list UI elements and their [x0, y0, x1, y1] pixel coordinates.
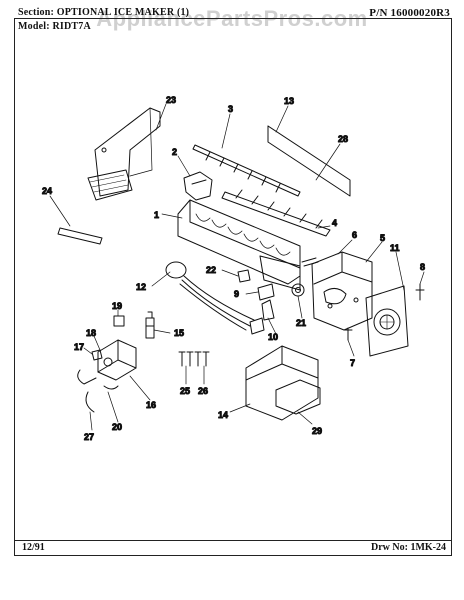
callout-16: 16	[146, 400, 156, 410]
revision-date: 12/91	[22, 542, 45, 553]
part-19-nut	[113, 315, 125, 327]
callout-27: 27	[84, 432, 94, 442]
part-14-bin	[245, 345, 319, 421]
callout-14: 14	[218, 410, 228, 420]
callout-9: 9	[234, 289, 239, 299]
part-2-bracket	[183, 171, 213, 201]
callout-1: 1	[154, 210, 159, 220]
callout-26: 26	[198, 386, 208, 396]
callout-8: 8	[420, 262, 425, 272]
part-29-liner	[275, 379, 321, 415]
drawing-number: Drw No: 1MK-24	[371, 542, 446, 553]
part-4-stripper	[221, 189, 331, 237]
part-27-tube	[85, 391, 95, 413]
model-label: Model: RIDT7A	[18, 21, 91, 32]
part-15-fitting	[145, 311, 155, 339]
callout-6: 6	[352, 230, 357, 240]
callout-19: 19	[112, 301, 122, 311]
part-5-housing	[311, 251, 373, 331]
callout-3: 3	[228, 104, 233, 114]
part-9-switch	[257, 283, 275, 301]
callout-7: 7	[350, 358, 355, 368]
callout-18: 18	[86, 328, 96, 338]
callout-15: 15	[174, 328, 184, 338]
part-24-strip	[57, 227, 103, 245]
part-6-shaft	[301, 257, 319, 267]
callout-29: 29	[312, 426, 322, 436]
drawing-frame	[14, 18, 452, 556]
callout-25: 25	[180, 386, 190, 396]
callout-23: 23	[166, 95, 176, 105]
part-25-26-screws	[178, 351, 210, 367]
callout-12: 12	[136, 282, 146, 292]
part-7-screw	[343, 327, 353, 341]
callout-13: 13	[284, 96, 294, 106]
callout-17: 17	[74, 342, 84, 352]
callout-22: 22	[206, 265, 216, 275]
callout-28: 28	[338, 134, 348, 144]
callout-4: 4	[332, 218, 337, 228]
callout-20: 20	[112, 422, 122, 432]
part-11-motor	[365, 285, 409, 357]
callout-5: 5	[380, 233, 385, 243]
part-16-water-valve	[77, 339, 137, 385]
footer-rule	[14, 540, 452, 541]
part-1-mold	[177, 199, 301, 291]
part-22-clip	[237, 269, 251, 283]
section-title: Section: OPTIONAL ICE MAKER (1)	[18, 7, 190, 18]
part-number: P/N 16000020R3	[369, 7, 450, 19]
part-12-wire-harness	[165, 261, 265, 335]
leader-lines	[49, 103, 425, 431]
part-3-ejector	[192, 144, 301, 197]
callout-2: 2	[172, 147, 177, 157]
part-8-screw	[415, 283, 425, 301]
part-20-clamp	[103, 385, 119, 390]
callout-10: 10	[268, 332, 278, 342]
callout-21: 21	[296, 318, 306, 328]
part-23-cover	[87, 107, 161, 201]
part-21-gear	[291, 283, 305, 297]
callout-24: 24	[42, 186, 52, 196]
part-10-bracket	[261, 299, 275, 321]
callout-11: 11	[390, 243, 400, 253]
